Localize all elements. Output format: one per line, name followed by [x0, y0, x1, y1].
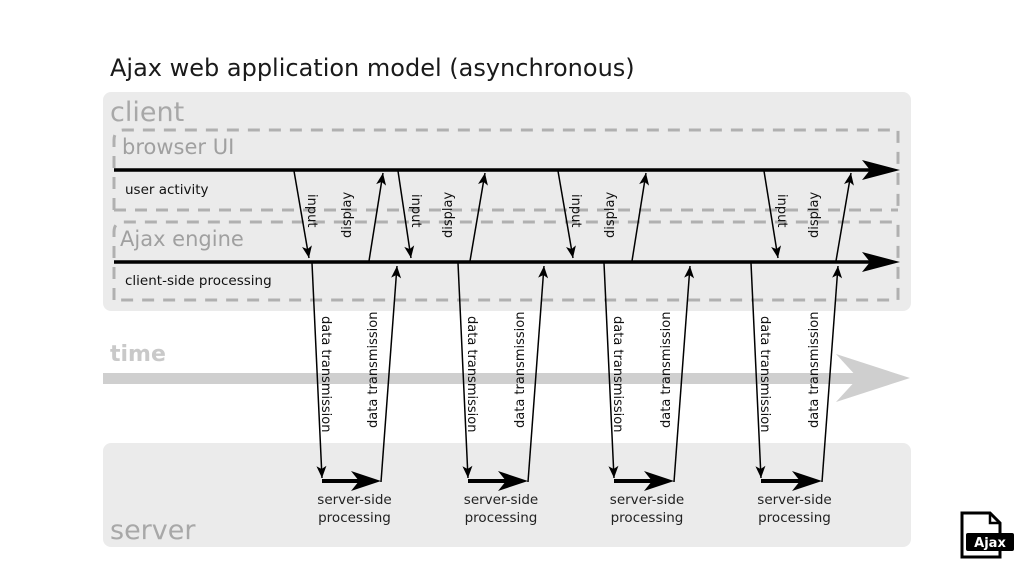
- display-arrow-head: [376, 173, 387, 186]
- display-arrow: [368, 172, 384, 262]
- data-transmission-up-arrow: [673, 265, 691, 483]
- display-arrow: [835, 172, 852, 262]
- server-processing-label: processing: [465, 510, 538, 526]
- time-label: time: [110, 342, 166, 367]
- data-transmission-label: data transmission: [366, 312, 381, 428]
- data-transmission-up-arrow-head: [832, 266, 843, 279]
- ajax-engine-label: Ajax engine: [120, 227, 244, 251]
- browser-ui-box: [112, 128, 900, 210]
- data-transmission-down-arrow-head: [608, 465, 619, 478]
- data-transmission-up-arrow-head: [391, 266, 402, 279]
- server-processing-arrowhead: [498, 471, 528, 491]
- time-arrowhead: [836, 354, 910, 402]
- data-transmission-up-arrow: [380, 265, 398, 483]
- data-transmission-down-arrow: [603, 262, 615, 479]
- input-arrow: [557, 170, 574, 259]
- input-arrow-head: [302, 245, 312, 258]
- server-processing-label: processing: [611, 510, 684, 526]
- input-arrow-head: [404, 245, 415, 258]
- data-transmission-label: data transmission: [659, 312, 674, 428]
- data-transmission-down-arrow-head: [316, 465, 327, 478]
- data-transmission-down-arrow: [311, 262, 323, 479]
- display-label: display: [441, 192, 456, 238]
- display-arrow: [631, 172, 647, 262]
- user-activity-arrowhead: [862, 160, 900, 180]
- input-label: input: [774, 194, 789, 227]
- server-processing-label: processing: [318, 510, 391, 526]
- server-processing-label: processing: [758, 510, 831, 526]
- display-label: display: [340, 192, 355, 238]
- client-processing-arrowhead: [862, 252, 900, 272]
- data-transmission-up-arrow: [821, 265, 839, 483]
- server-processing-label: server-side: [610, 492, 684, 508]
- input-label: input: [408, 194, 423, 227]
- data-transmission-label: data transmission: [610, 316, 625, 432]
- client-label: client: [110, 97, 184, 128]
- server-processing-arrowhead: [792, 471, 822, 491]
- server-processing-label: server-side: [464, 492, 538, 508]
- data-transmission-up-arrow: [527, 265, 545, 483]
- input-label: input: [304, 194, 319, 227]
- server-processing-label: server-side: [757, 492, 831, 508]
- input-arrow: [397, 170, 412, 259]
- display-arrow-head: [478, 173, 488, 186]
- server-processing-label: server-side: [317, 492, 391, 508]
- request-cycles: input display input display data transmissio…: [293, 170, 854, 526]
- server-label: server: [110, 515, 196, 546]
- data-transmission-label: data transmission: [807, 312, 822, 428]
- client-panel: [103, 92, 911, 311]
- display-arrow: [469, 172, 486, 262]
- data-transmission-down-arrow: [457, 262, 469, 479]
- input-arrow: [763, 170, 779, 259]
- user-activity-label: user activity: [125, 182, 209, 198]
- display-label: display: [603, 192, 618, 238]
- display-label: display: [807, 192, 822, 238]
- server-processing-arrowhead: [644, 471, 674, 491]
- data-transmission-label: data transmission: [757, 316, 772, 432]
- server-processing-arrowhead: [351, 471, 381, 491]
- input-arrow-head: [566, 245, 576, 258]
- data-transmission-down-arrow-head: [755, 465, 766, 478]
- data-transmission-down-arrow: [750, 262, 762, 479]
- client-processing-label: client-side processing: [125, 273, 272, 289]
- input-label: input: [568, 194, 583, 227]
- diagram-title: Ajax web application model (asynchronous…: [110, 54, 635, 82]
- server-panel: [103, 443, 911, 547]
- time-arrow-shaft: [103, 373, 863, 384]
- ajax-engine-box: [112, 220, 900, 302]
- data-transmission-label: data transmission: [513, 312, 528, 428]
- input-arrow-head: [771, 245, 782, 258]
- browser-ui-label: browser UI: [122, 135, 234, 159]
- display-arrow-head: [844, 173, 854, 186]
- display-arrow-head: [639, 173, 650, 186]
- data-transmission-up-arrow-head: [538, 266, 549, 279]
- data-transmission-label: data transmission: [464, 316, 479, 432]
- input-arrow: [293, 170, 310, 259]
- data-transmission-down-arrow-head: [462, 465, 473, 478]
- data-transmission-label: data transmission: [318, 316, 333, 432]
- data-transmission-up-arrow-head: [684, 266, 695, 279]
